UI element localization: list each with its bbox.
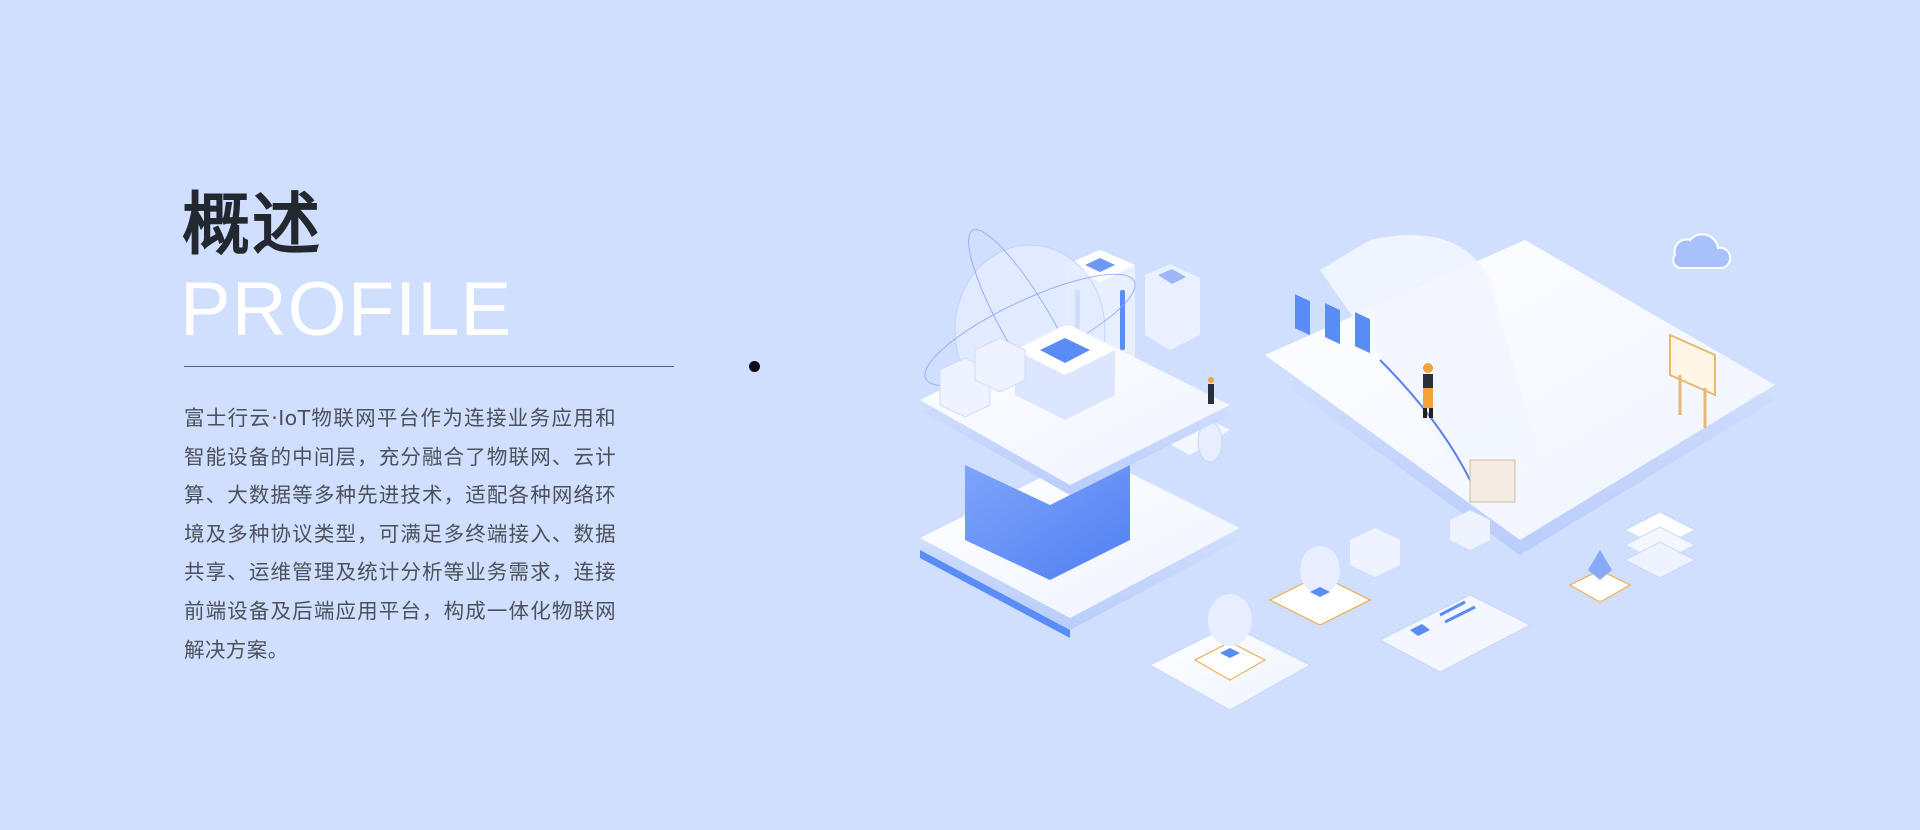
divider-line	[184, 366, 674, 367]
divider-dot	[749, 361, 760, 372]
iot-isometric-illustration	[920, 229, 1775, 711]
upload-arrow-device-icon	[1568, 550, 1632, 603]
sensor-device-icon	[1148, 594, 1312, 711]
sensor-device-icon	[1268, 546, 1372, 626]
cube-icon	[1350, 510, 1490, 577]
worker-figure-icon	[1423, 363, 1433, 418]
data-center-platform	[920, 325, 1240, 638]
cloud-icon	[1672, 233, 1732, 270]
stacked-blocks-icon	[1623, 511, 1697, 579]
section-title: 概述	[182, 186, 323, 265]
pallet-icon	[1469, 459, 1516, 503]
section-subtitle: PROFILE	[180, 267, 513, 352]
dashboard-panel-icon	[1378, 594, 1532, 673]
section-description: 富士行云·IoT物联网平台作为连接业务应用和智能设备的中间层，充分融合了物联网、…	[184, 406, 616, 662]
blueprint-board-icon	[1669, 333, 1716, 428]
cloud-platform	[1265, 235, 1775, 555]
